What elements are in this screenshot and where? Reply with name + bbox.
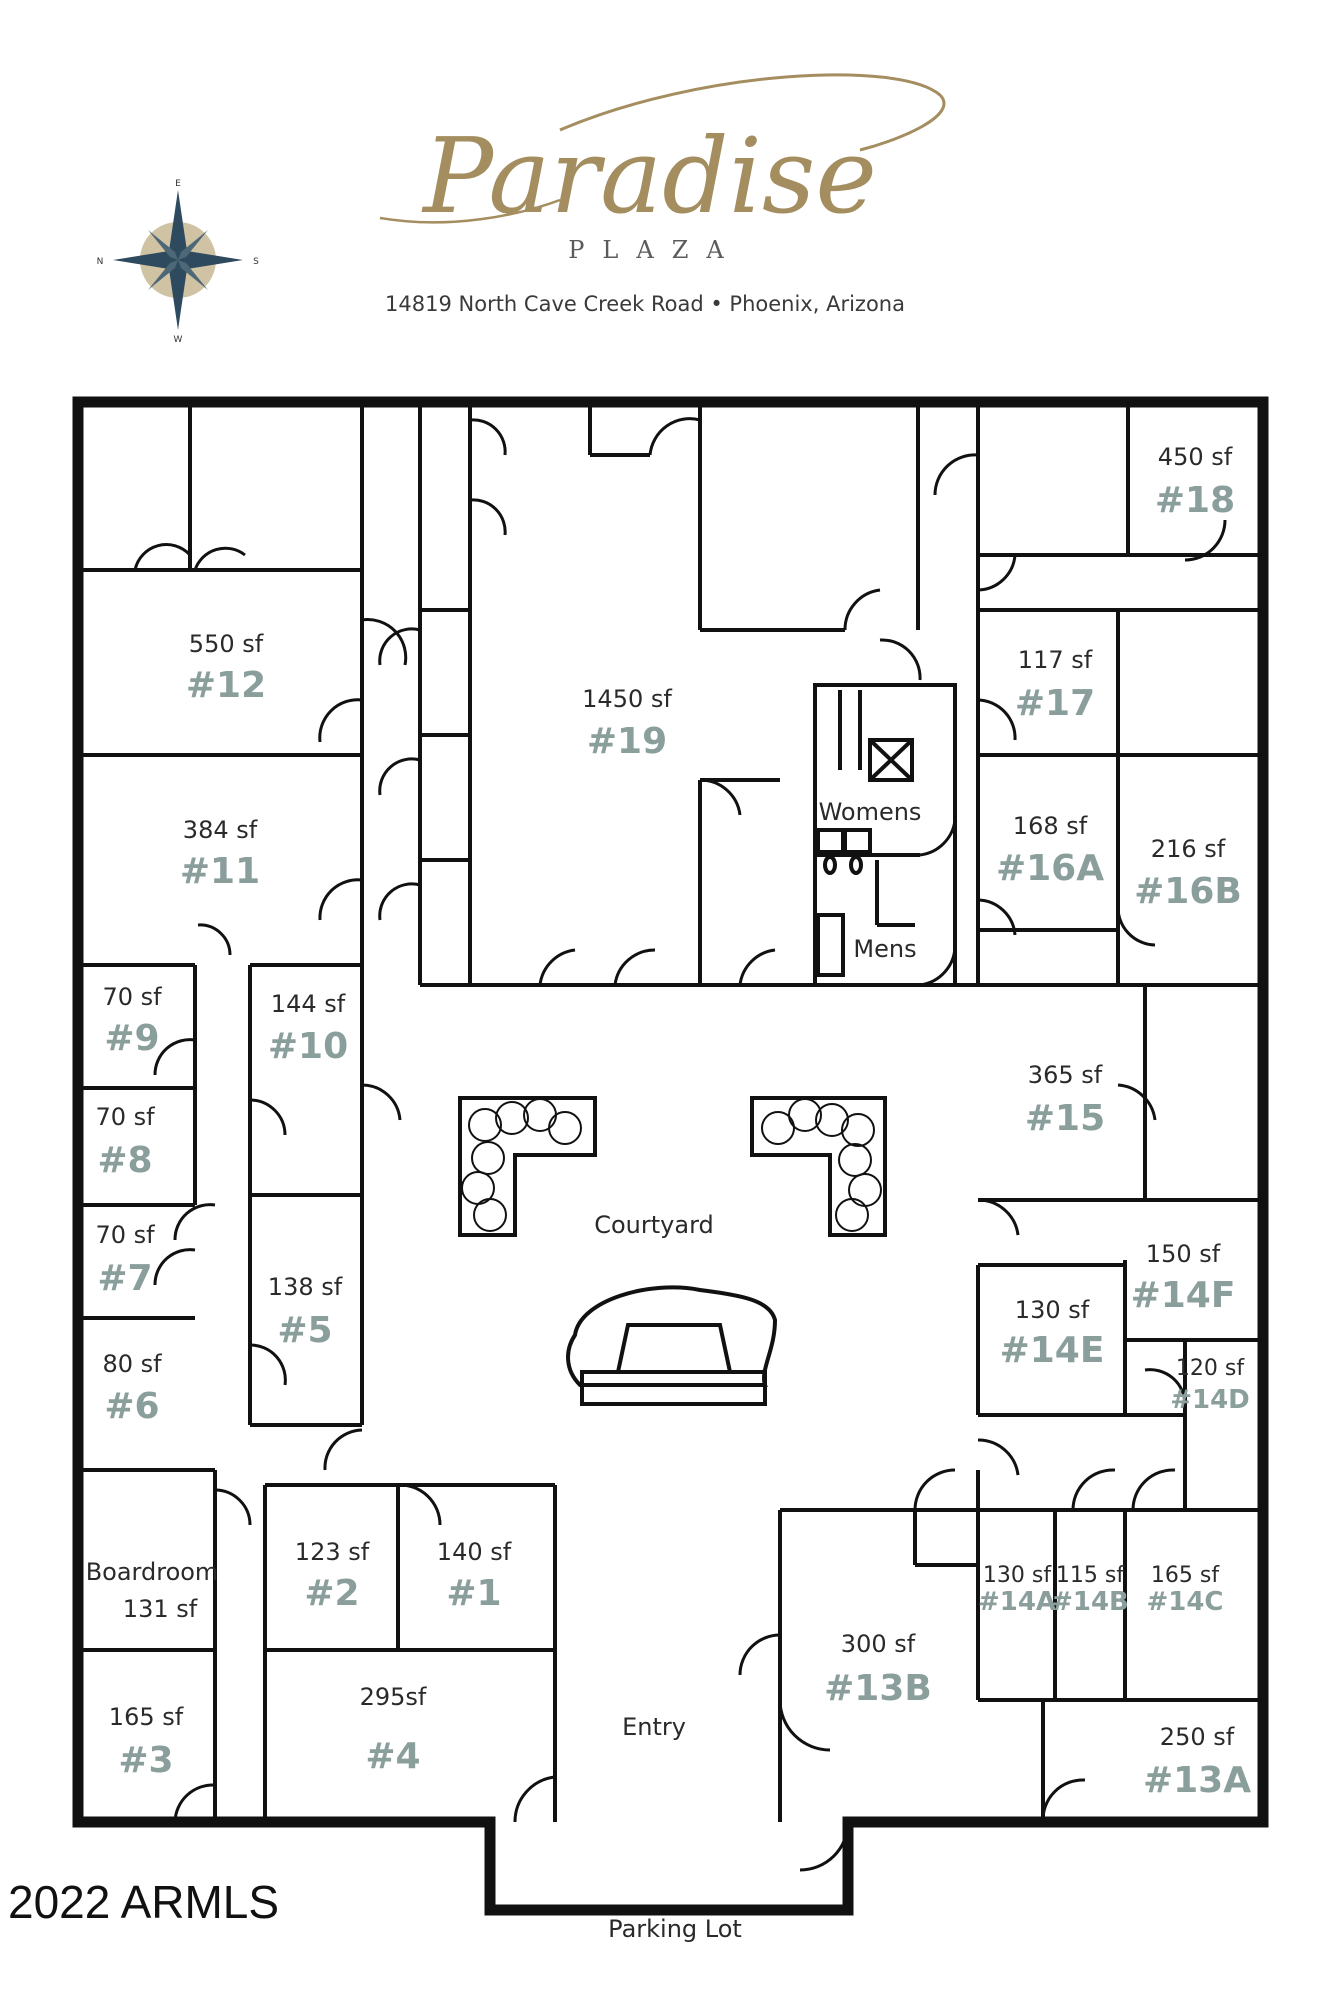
unit-14e-label: #14E	[1000, 1330, 1105, 1371]
unit-7-area: 70 sf	[95, 1221, 155, 1249]
unit-13b-area: 300 sf	[841, 1630, 916, 1658]
unit-17-area: 117 sf	[1018, 646, 1093, 674]
unit-16b-area: 216 sf	[1151, 835, 1226, 863]
unit-4-label: #4	[365, 1736, 420, 1777]
unit-10-area: 144 sf	[271, 990, 346, 1018]
unit-1-label: #1	[446, 1573, 501, 1614]
unit-3-area: 165 sf	[109, 1703, 184, 1731]
unit-14c-label: #14C	[1146, 1587, 1223, 1617]
unit-2-label: #2	[304, 1573, 359, 1614]
unit-9-area: 70 sf	[102, 983, 162, 1011]
unit-6-label: #6	[104, 1386, 159, 1427]
unit-12-area: 550 sf	[189, 630, 264, 658]
unit-3-label: #3	[118, 1740, 173, 1781]
unit-14a-area: 130 sf	[983, 1563, 1052, 1588]
logo: Paradise PLAZA 14819 North Cave Creek Ro…	[379, 73, 946, 316]
unit-18-area: 450 sf	[1158, 443, 1233, 471]
parking-lot-label: Parking Lot	[608, 1915, 742, 1943]
unit-12-label: #12	[186, 665, 266, 706]
unit-13a-label: #13A	[1143, 1760, 1251, 1801]
unit-5-label: #5	[277, 1310, 332, 1351]
courtyard-label: Courtyard	[594, 1211, 714, 1239]
compass-w: W	[174, 335, 183, 345]
unit-1-area: 140 sf	[437, 1538, 512, 1566]
unit-14d-area: 120 sf	[1176, 1356, 1245, 1381]
boardroom-area: 131 sf	[123, 1595, 198, 1623]
watermark: 2022 ARMLS	[8, 1876, 279, 1928]
unit-15-label: #15	[1025, 1098, 1105, 1139]
unit-18-label: #18	[1155, 480, 1235, 521]
unit-14a-label: #14A	[978, 1587, 1056, 1617]
boardroom-label: Boardroom	[86, 1558, 219, 1586]
unit-14e-area: 130 sf	[1015, 1296, 1090, 1324]
brand-sub: PLAZA	[568, 236, 741, 264]
unit-13a-area: 250 sf	[1160, 1723, 1235, 1751]
unit-2-area: 123 sf	[295, 1538, 370, 1566]
unit-14d-label: #14D	[1170, 1385, 1250, 1415]
unit-19-label: #19	[587, 721, 667, 762]
address: 14819 North Cave Creek Road • Phoenix, A…	[385, 292, 905, 316]
unit-14f-label: #14F	[1131, 1275, 1236, 1316]
unit-5-area: 138 sf	[268, 1273, 343, 1301]
unit-7-label: #7	[97, 1258, 152, 1299]
logo-swash-low	[379, 198, 561, 224]
unit-14b-label: #14B	[1051, 1587, 1129, 1617]
compass-n: N	[97, 257, 104, 267]
logo-swash	[559, 73, 946, 152]
unit-11-area: 384 sf	[183, 816, 258, 844]
unit-19-area: 1450 sf	[582, 685, 672, 713]
unit-9-label: #9	[104, 1018, 159, 1059]
brand-script: Paradise	[421, 115, 877, 237]
unit-6-area: 80 sf	[102, 1350, 162, 1378]
unit-14f-area: 150 sf	[1146, 1240, 1221, 1268]
womens-label: Womens	[819, 798, 922, 826]
unit-14c-area: 165 sf	[1151, 1563, 1220, 1588]
unit-14b-area: 115 sf	[1056, 1563, 1125, 1588]
unit-labels: 550 sf #12 384 sf #11 1450 sf #19 450 sf…	[95, 443, 1251, 1801]
unit-8-area: 70 sf	[95, 1103, 155, 1131]
doors	[133, 417, 1227, 1872]
unit-15-area: 365 sf	[1028, 1061, 1103, 1089]
unit-16b-label: #16B	[1134, 871, 1242, 912]
entry-label: Entry	[622, 1713, 686, 1741]
walls	[72, 396, 1269, 1916]
room-labels: Womens Mens Courtyard Boardroom 131 sf E…	[86, 798, 922, 1943]
unit-8-label: #8	[97, 1140, 152, 1181]
unit-13b-label: #13B	[824, 1668, 932, 1709]
unit-4-area: 295sf	[360, 1683, 427, 1711]
compass-rose-icon: N E S W	[97, 179, 260, 345]
unit-16a-area: 168 sf	[1013, 812, 1088, 840]
planter-left	[458, 1096, 597, 1237]
compass-e: E	[175, 179, 181, 189]
unit-17-label: #17	[1015, 683, 1095, 724]
unit-10-label: #10	[268, 1026, 348, 1067]
unit-16a-label: #16A	[996, 848, 1104, 889]
fountain	[566, 1285, 778, 1406]
planter-right	[750, 1096, 887, 1237]
unit-11-label: #11	[180, 851, 260, 892]
compass-s: S	[253, 257, 259, 267]
mens-label: Mens	[853, 935, 916, 963]
